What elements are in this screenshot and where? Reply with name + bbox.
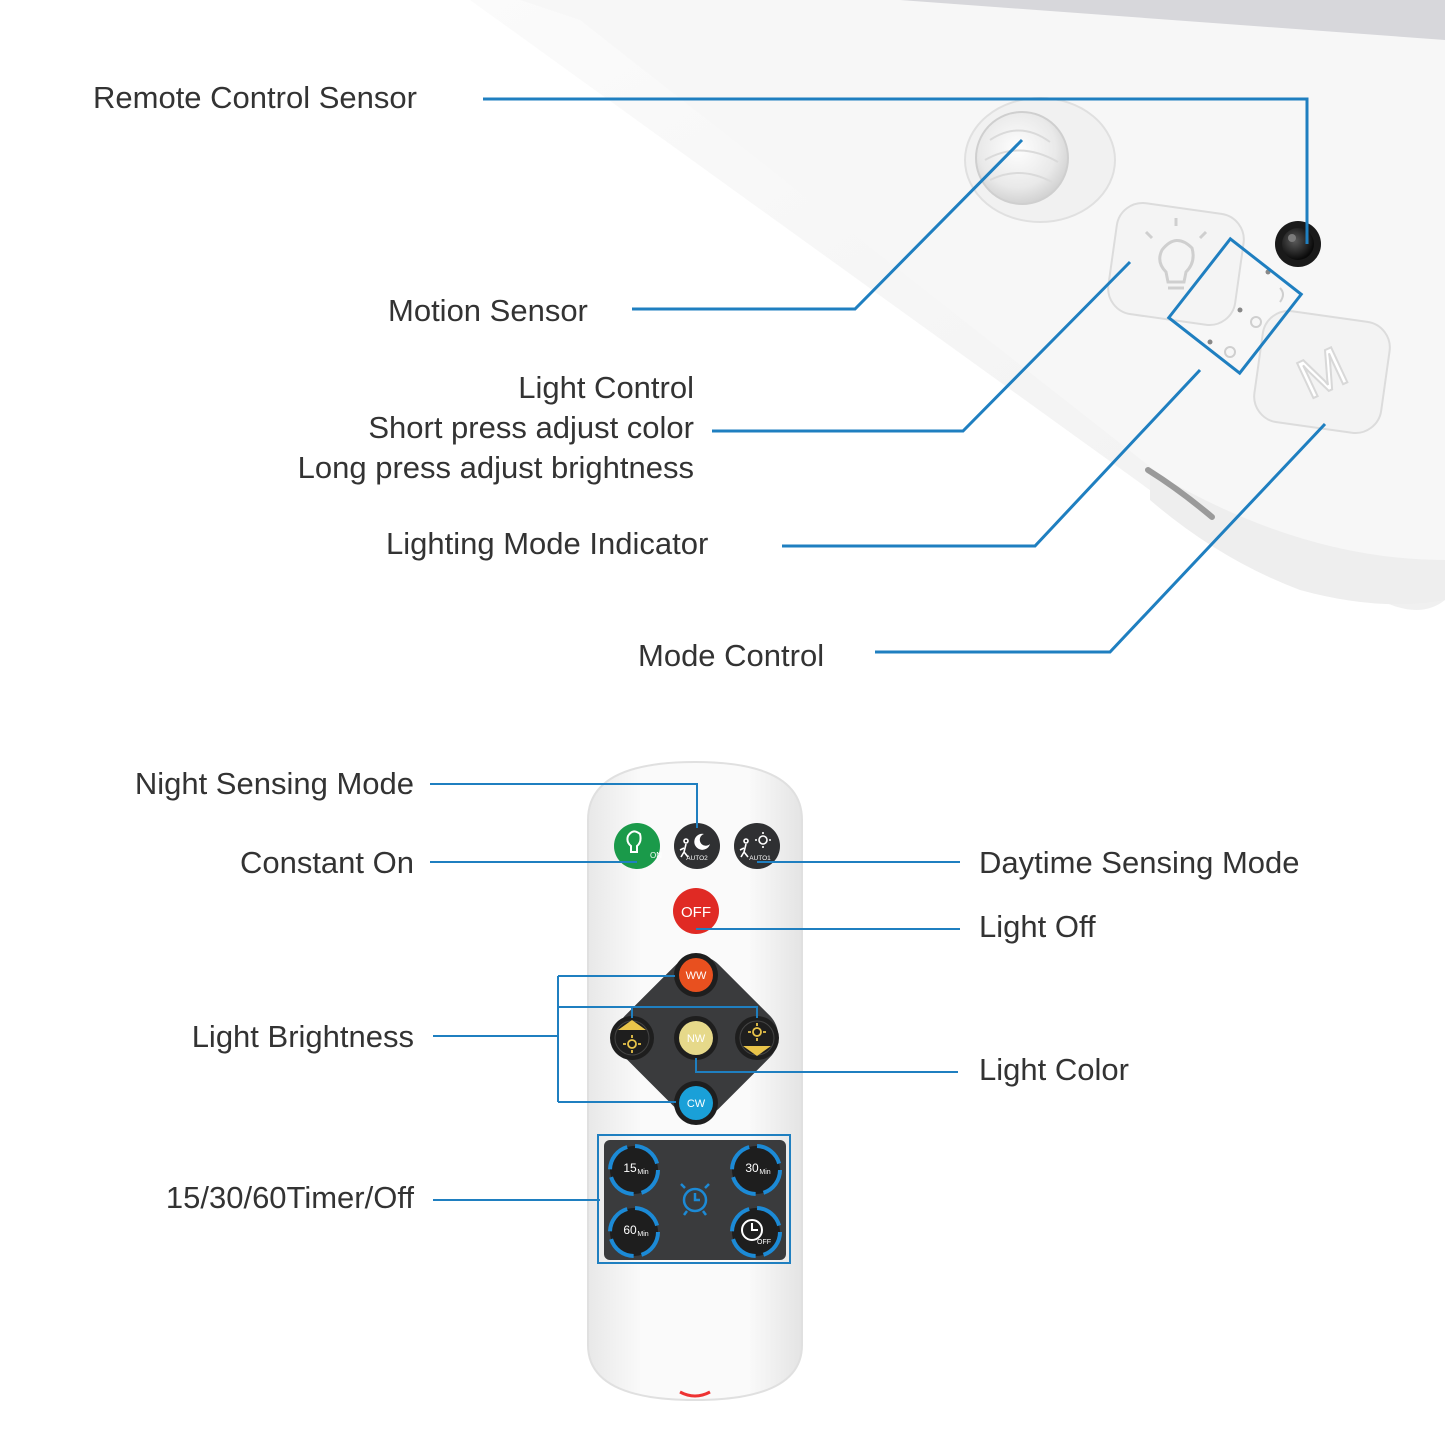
t15-label: 15 xyxy=(623,1161,637,1175)
pir-lens-icon xyxy=(964,97,1116,223)
leader-remote-control-sensor xyxy=(483,97,1309,244)
timer-off-label: OFF xyxy=(757,1239,771,1246)
night-sensing-button: AUTO2 xyxy=(674,823,720,869)
leader-mode-control xyxy=(875,422,1327,654)
ww-button: WW xyxy=(674,953,718,997)
device-leader-lines xyxy=(483,97,1327,654)
label-remote-control-sensor: Remote Control Sensor xyxy=(93,80,417,115)
ww-label: WW xyxy=(686,970,707,982)
sun-icon xyxy=(748,1023,766,1041)
label-light-control-line3: Long press adjust brightness xyxy=(297,450,694,485)
label-light-control-line1: Light Control xyxy=(518,370,694,405)
cw-button: CW xyxy=(674,1081,718,1125)
auto1-label: AUTO1 xyxy=(749,855,771,862)
walker-icon xyxy=(739,838,749,858)
leader-lighting-mode-indicator xyxy=(782,368,1202,548)
t60-label: 60 xyxy=(623,1223,637,1237)
label-daytime-sensing-mode: Daytime Sensing Mode xyxy=(979,845,1300,880)
ir-receiver-icon xyxy=(1275,221,1321,267)
timer-keypad: 15 Min 30 Min 60 Min OFF xyxy=(604,1140,786,1260)
leader-night-sensing xyxy=(430,783,698,828)
label-timer-off: 15/30/60Timer/Off xyxy=(165,1180,414,1215)
light-control-button xyxy=(1107,202,1245,326)
label-lighting-mode-indicator: Lighting Mode Indicator xyxy=(386,526,709,561)
color-keypad: WW NW xyxy=(610,953,779,1125)
label-light-color: Light Color xyxy=(979,1052,1129,1087)
label-light-control-line2: Short press adjust color xyxy=(368,410,694,445)
leader-light-color xyxy=(695,1058,958,1073)
light-fixture xyxy=(470,0,1445,610)
label-light-off: Light Off xyxy=(979,909,1096,944)
off-label: OFF xyxy=(681,904,711,921)
nw-label: NW xyxy=(687,1033,706,1045)
label-motion-sensor: Motion Sensor xyxy=(388,293,588,328)
walker-icon xyxy=(679,838,689,858)
bulb-icon xyxy=(626,830,642,853)
brightness-down-button xyxy=(735,1016,779,1060)
t30-label: 30 xyxy=(745,1161,759,1175)
timer-30-button: 30 Min xyxy=(730,1144,782,1196)
daytime-sensing-button: AUTO1 xyxy=(734,823,780,869)
leader-motion-sensor xyxy=(632,138,1024,311)
timer-frame xyxy=(597,1134,791,1264)
sun-icon xyxy=(623,1035,641,1053)
leader-light-control xyxy=(712,260,1132,433)
t30-min: Min xyxy=(759,1169,770,1176)
cw-label: CW xyxy=(687,1098,706,1110)
label-light-brightness: Light Brightness xyxy=(191,1019,414,1054)
bulb-icon xyxy=(1144,218,1208,290)
label-light-control: Light Control Short press adjust color L… xyxy=(298,368,694,488)
t15-min: Min xyxy=(637,1169,648,1176)
moon-icon xyxy=(694,833,710,850)
auto2-label: AUTO2 xyxy=(686,855,708,862)
off-button: OFF xyxy=(673,888,719,934)
clock-icon xyxy=(741,1219,763,1241)
label-constant-on: Constant On xyxy=(239,845,414,880)
timer-60-button: 60 Min xyxy=(608,1206,660,1258)
mode-control-button: M xyxy=(1253,310,1391,434)
timer-15-button: 15 Min xyxy=(608,1144,660,1196)
brightness-up-button xyxy=(610,1016,654,1060)
constant-on-button: ON xyxy=(614,823,662,869)
sun-icon xyxy=(755,832,771,848)
nw-button: NW xyxy=(674,1016,718,1060)
label-mode-control: Mode Control xyxy=(638,638,825,673)
alarm-clock-icon xyxy=(680,1183,710,1216)
remote-leader-lines xyxy=(430,783,960,1264)
t60-min: Min xyxy=(637,1231,648,1238)
on-label: ON xyxy=(650,851,662,860)
timer-off-button: OFF xyxy=(730,1206,782,1258)
leader-light-brightness xyxy=(433,975,758,1103)
label-night-sensing-mode: Night Sensing Mode xyxy=(134,766,414,801)
indicator-frame xyxy=(1166,236,1304,376)
